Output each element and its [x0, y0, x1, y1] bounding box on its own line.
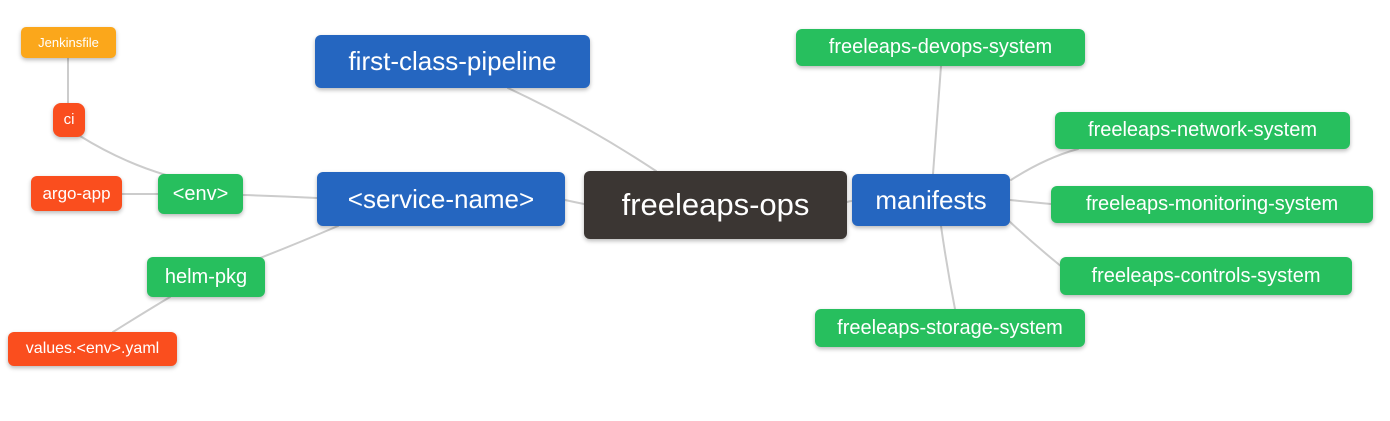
node-env[interactable]: <env> — [158, 174, 243, 214]
node-argo-app[interactable]: argo-app — [31, 176, 122, 211]
edge-service-name-helm-pkg — [259, 225, 339, 259]
node-label: first-class-pipeline — [348, 46, 557, 76]
edge-manifests-freeleaps-storage-system — [940, 225, 956, 310]
node-freeleaps-monitoring-system[interactable]: freeleaps-monitoring-system — [1051, 186, 1373, 223]
edge-manifests-freeleaps-network-system — [1010, 148, 1079, 181]
node-label: <service-name> — [347, 183, 535, 214]
node-label: argo-app — [42, 183, 111, 203]
node-freeleaps-network-system[interactable]: freeleaps-network-system — [1055, 112, 1350, 149]
node-manifests[interactable]: manifests — [852, 174, 1010, 226]
edge-manifests-freeleaps-monitoring-system — [1009, 199, 1052, 205]
node-label: helm-pkg — [164, 265, 248, 288]
node-freeleaps-devops-system[interactable]: freeleaps-devops-system — [796, 29, 1085, 66]
node-label: values.<env>.yaml — [25, 339, 160, 357]
node-helm-pkg[interactable]: helm-pkg — [147, 257, 265, 297]
node-freeleaps-storage-system[interactable]: freeleaps-storage-system — [815, 309, 1085, 347]
edge-service-name-freeleaps-ops — [564, 199, 585, 205]
node-label: freeleaps-storage-system — [837, 316, 1063, 339]
edge-env-service-name — [242, 194, 318, 199]
node-label: manifests — [875, 184, 987, 215]
node-label: Jenkinsfile — [38, 34, 99, 50]
node-first-class-pipeline[interactable]: first-class-pipeline — [315, 35, 590, 88]
node-freeleaps-controls-system[interactable]: freeleaps-controls-system — [1060, 257, 1352, 295]
edge-first-class-pipeline-freeleaps-ops — [507, 87, 657, 172]
node-label: freeleaps-monitoring-system — [1085, 193, 1339, 215]
node-label: <env> — [172, 182, 229, 205]
node-jenkinsfile[interactable]: Jenkinsfile — [21, 27, 116, 58]
edge-ci-env — [79, 135, 167, 176]
node-label: freeleaps-controls-system — [1091, 264, 1321, 287]
node-label: ci — [63, 111, 75, 128]
node-values-env-yaml[interactable]: values.<env>.yaml — [8, 332, 177, 366]
node-service-name[interactable]: <service-name> — [317, 172, 565, 226]
node-label: freeleaps-ops — [621, 187, 810, 222]
node-freeleaps-ops[interactable]: freeleaps-ops — [584, 171, 847, 239]
edge-manifests-freeleaps-controls-system — [1008, 220, 1063, 268]
edge-helm-pkg-values-env-yaml — [112, 296, 171, 333]
node-label: freeleaps-network-system — [1088, 119, 1317, 141]
node-label: freeleaps-devops-system — [828, 36, 1053, 58]
edge-manifests-freeleaps-devops-system — [932, 65, 942, 175]
node-ci[interactable]: ci — [53, 103, 85, 137]
